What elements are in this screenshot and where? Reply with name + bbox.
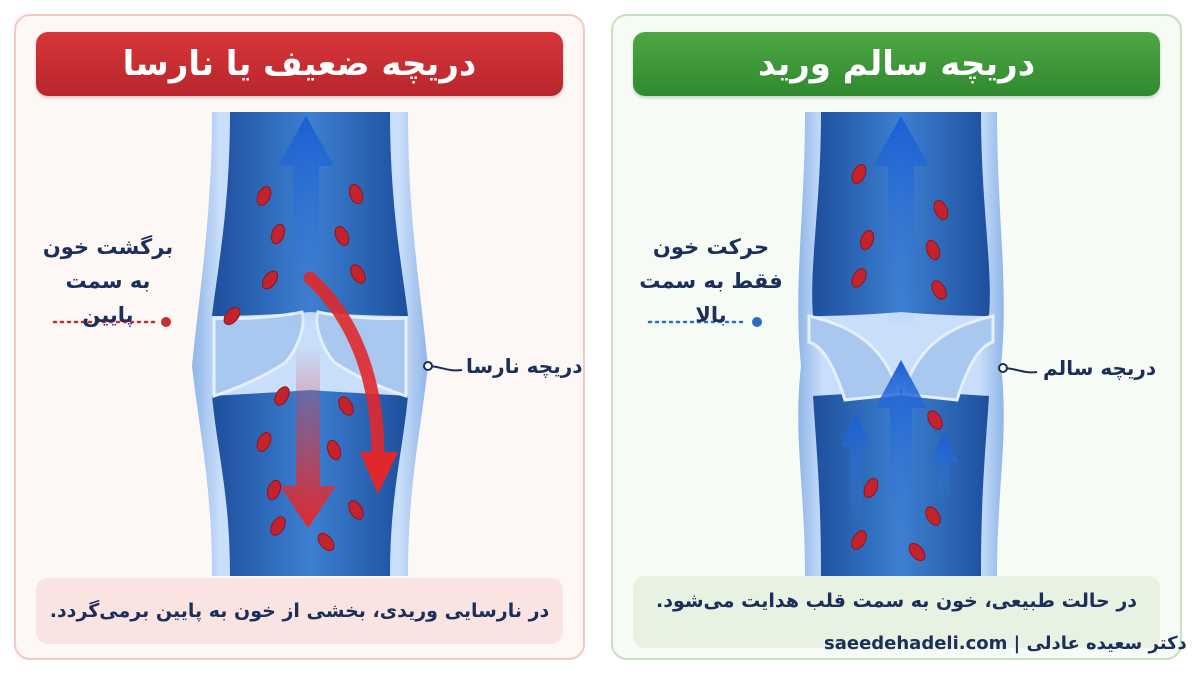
upward-flow-side-label: حرکت خون فقط به سمت بالا	[631, 230, 791, 332]
healthy-valve-title: دریچه سالم ورید	[633, 32, 1160, 96]
upward-flow-label-line1: حرکت خون	[652, 235, 770, 259]
healthy-valve-label: دریچه سالم	[1043, 356, 1157, 380]
backflow-label-line2: به سمت پایین	[65, 269, 151, 327]
weak-valve-vein-illustration	[52, 112, 463, 576]
healthy-valve-caption: در حالت طبیعی، خون به سمت قلب هدایت می‌ش…	[633, 576, 1160, 648]
backflow-label-line1: برگشت خون	[42, 235, 174, 259]
footer-credit: saeedehadeli.com | دکتر سعیده عادلی	[824, 633, 1187, 654]
weak-valve-panel: دریچه ضعیف یا نارسا	[14, 14, 585, 660]
upward-flow-label-line2: فقط به سمت بالا	[639, 269, 783, 327]
weak-valve-label: دریچه نارسا	[466, 354, 583, 378]
healthy-valve-panel: دریچه سالم ورید	[611, 14, 1182, 660]
backflow-side-label: برگشت خون به سمت پایین	[38, 230, 178, 332]
weak-valve-title: دریچه ضعیف یا نارسا	[36, 32, 563, 96]
weak-valve-caption: در نارسایی وریدی، بخشی از خون به پایین ب…	[36, 578, 563, 644]
healthy-valve-vein-illustration	[647, 112, 1038, 576]
